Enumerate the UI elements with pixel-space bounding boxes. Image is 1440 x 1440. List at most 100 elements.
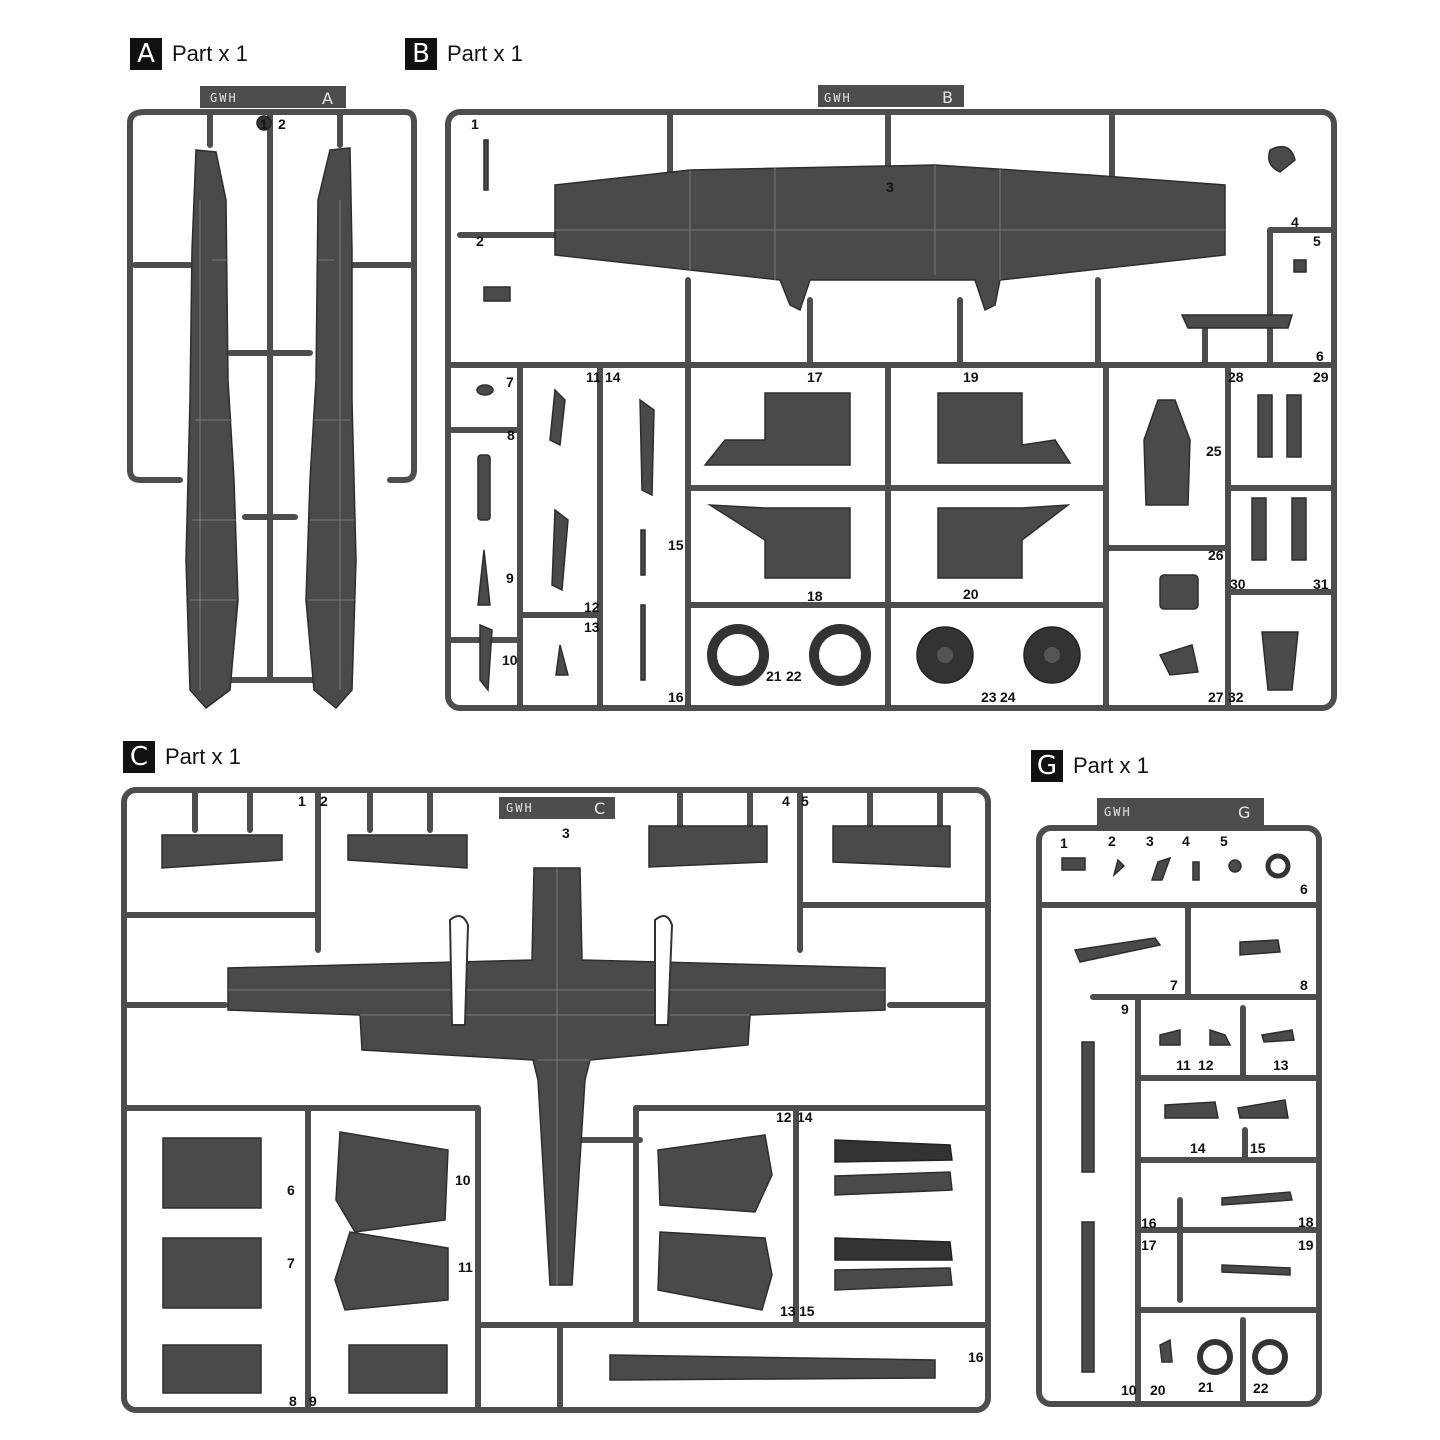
sprue-b-header: B Part x 1: [405, 38, 523, 70]
part-b-11: [549, 388, 566, 447]
part-number: 5: [1220, 833, 1228, 849]
part-b-30: [1251, 497, 1267, 561]
part-number: 1: [298, 793, 306, 809]
part-b-4: [1268, 145, 1296, 173]
part-number: 11: [458, 1259, 473, 1275]
ring-22: [809, 624, 871, 686]
sprue-c-part-numbers: 1 2 3 4 5 6 7 8 9 10 11 12 13 14 15 16: [287, 793, 984, 1409]
part-g-6: [1265, 853, 1291, 879]
sprue-g-qty: Part x 1: [1073, 753, 1149, 778]
part-b-31: [1291, 497, 1307, 561]
part-c-15b: [834, 1267, 953, 1291]
part-number: 16: [668, 689, 684, 705]
part-number: 7: [1170, 977, 1178, 993]
part-c-15a: [834, 1237, 953, 1261]
part-c-10: [335, 1131, 449, 1233]
part-b-6: [1180, 314, 1294, 329]
part-c-11: [334, 1231, 449, 1311]
nacelle-19: [937, 392, 1072, 464]
part-g-20: [1159, 1338, 1173, 1363]
part-g-5: [1228, 859, 1242, 873]
part-g-14: [1164, 1101, 1219, 1119]
part-number: 14: [1190, 1140, 1206, 1156]
part-c-2: [347, 834, 468, 869]
part-number: 17: [807, 369, 823, 385]
part-b-32: [1261, 631, 1299, 691]
part-number: 4: [1291, 214, 1299, 230]
sprue-g-tag-letter: G: [1238, 803, 1250, 822]
part-number: 26: [1208, 547, 1224, 563]
sprue-b-tag: [818, 85, 964, 107]
sprue-g: GWH G 1 2 3 4 5 6 7 8 9: [1036, 798, 1322, 1407]
part-number: 20: [1150, 1382, 1166, 1398]
part-number: 31: [1313, 576, 1329, 592]
part-c-5: [832, 825, 951, 868]
part-number: 1: [260, 116, 268, 132]
wheel-well-right: [654, 915, 674, 1026]
part-number: 11: [1176, 1057, 1191, 1073]
tire-g-22: [1252, 1339, 1288, 1375]
part-b-1: [483, 139, 489, 191]
part-number: 20: [963, 586, 979, 602]
part-c-8: [162, 1344, 262, 1394]
part-number: 15: [1250, 1140, 1266, 1156]
part-number: 3: [562, 825, 570, 841]
sprue-b-runners: [449, 109, 1333, 708]
part-number: 32: [1228, 689, 1244, 705]
part-number: 21: [1198, 1379, 1214, 1395]
part-g-1: [1061, 857, 1086, 871]
part-number: 22: [1253, 1380, 1269, 1396]
part-number: 11: [586, 369, 601, 385]
part-number: 15: [799, 1303, 815, 1319]
part-number: 24: [1000, 689, 1016, 705]
part-number: 14: [797, 1109, 813, 1125]
part-c-7: [162, 1237, 262, 1309]
wheel-well-left: [448, 915, 470, 1026]
part-number: 19: [1298, 1237, 1314, 1253]
part-c-9: [348, 1344, 448, 1394]
nacelle-17: [703, 392, 851, 466]
sprue-c-tag: [499, 797, 615, 819]
sprue-a: GWH A 1 2: [127, 86, 417, 710]
part-g-16: [1221, 1191, 1293, 1206]
part-c-12: [657, 1134, 773, 1213]
part-number: 8: [289, 1393, 297, 1409]
part-number: 18: [1298, 1214, 1314, 1230]
part-number: 7: [287, 1255, 295, 1271]
part-number: 8: [507, 427, 515, 443]
part-number: 27: [1208, 689, 1224, 705]
part-b-7: [476, 384, 494, 396]
part-number: 3: [886, 179, 894, 195]
part-number: 16: [1141, 1215, 1157, 1231]
sprue-c-qty: Part x 1: [165, 744, 241, 769]
sprue-b-letter: B: [405, 38, 437, 70]
part-number: 28: [1228, 369, 1244, 385]
part-c-16: [609, 1354, 936, 1381]
part-g-9: [1081, 1041, 1095, 1173]
sprue-a-tag-text: GWH: [210, 91, 238, 105]
part-number: 14: [605, 369, 621, 385]
part-number: 6: [287, 1182, 295, 1198]
nacelle-20: [937, 504, 1071, 579]
part-c-13: [657, 1231, 773, 1311]
part-number: 9: [506, 570, 514, 586]
part-c-4: [648, 825, 768, 868]
sprue-a-tag-letter: A: [322, 89, 333, 108]
part-number: 29: [1313, 369, 1329, 385]
part-c-14b: [834, 1171, 953, 1196]
part-number: 25: [1206, 443, 1222, 459]
sprue-g-part-numbers: 1 2 3 4 5 6 7 8 9 10 11 12 13 14 15 16 1…: [1060, 833, 1314, 1398]
part-number: 9: [1121, 1001, 1129, 1017]
sprue-a-part-numbers: 1 2: [256, 115, 286, 132]
part-b-14: [639, 398, 655, 497]
sprue-a-runners: [132, 109, 413, 683]
part-number: 12: [584, 599, 600, 615]
part-c-14a: [834, 1139, 953, 1163]
part-number: 2: [320, 793, 328, 809]
part-number: 5: [801, 793, 809, 809]
part-number: 22: [786, 668, 802, 684]
part-b-10: [479, 623, 493, 692]
part-number: 6: [1316, 348, 1324, 364]
part-g-10: [1081, 1221, 1095, 1373]
part-b-16: [640, 604, 646, 681]
